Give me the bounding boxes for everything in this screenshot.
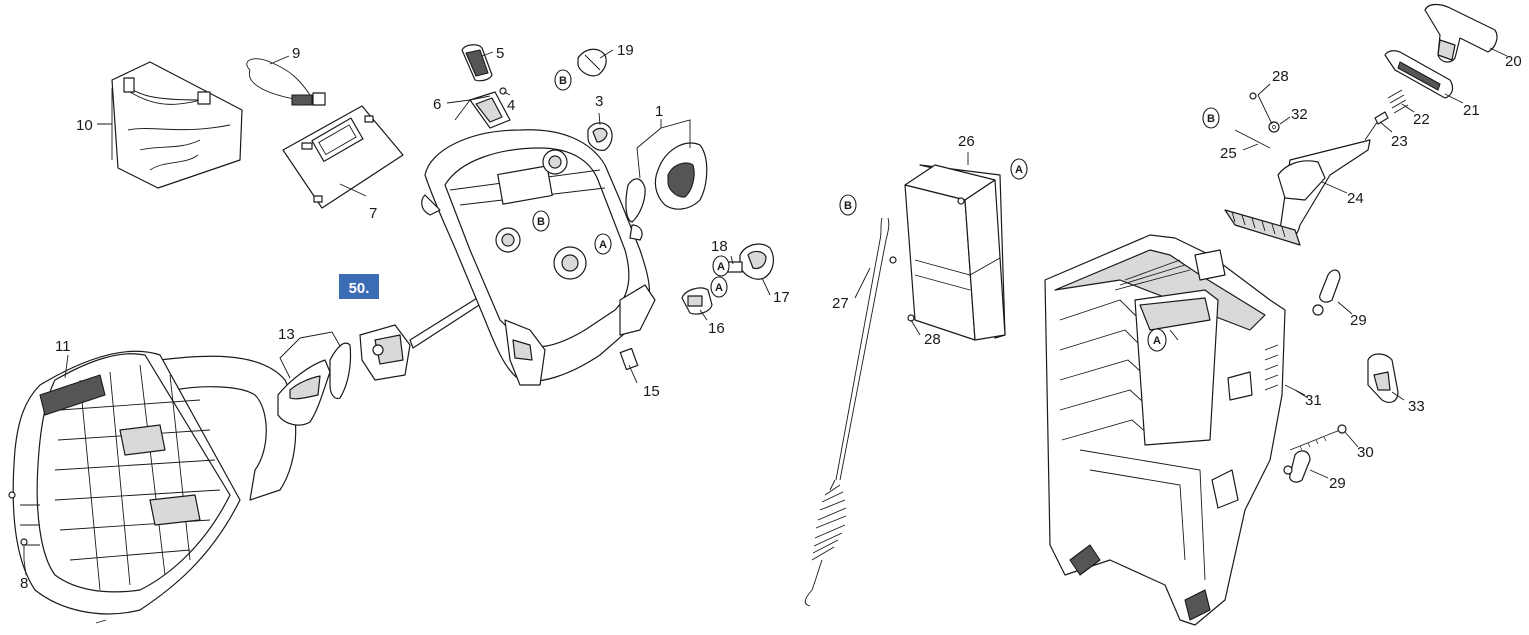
part-28-screws-box — [889, 197, 965, 322]
reference-marker-b: B — [554, 69, 572, 91]
part-13-knob-halves — [277, 342, 352, 426]
label-part-33: 33 — [1408, 398, 1425, 415]
part-17-knob — [739, 243, 774, 280]
label-part-20: 20 — [1505, 53, 1522, 70]
part-25-rod — [1234, 129, 1271, 149]
label-part-11: 11 — [55, 338, 71, 355]
label-part-16: 16 — [708, 320, 725, 337]
label-part-19: 19 — [617, 42, 634, 59]
part-29-latch-lower — [1283, 450, 1311, 483]
part-11-base-tray — [8, 350, 297, 624]
label-part-21: 21 — [1463, 102, 1480, 119]
label-part-17: 17 — [773, 289, 790, 306]
label-part-13: 13 — [278, 326, 295, 343]
part-23-pin — [1374, 111, 1389, 125]
part-24-lever — [1224, 117, 1381, 246]
part-1-side-cover — [625, 142, 708, 223]
part-32-washer — [1268, 121, 1280, 133]
label-part-30: 30 — [1357, 444, 1374, 461]
reference-marker-a: A — [1010, 158, 1028, 180]
part-27-spring-rod — [804, 217, 890, 607]
svg-text:B: B — [559, 75, 567, 87]
part-16-bearing — [681, 287, 713, 315]
label-part-28: 28 — [1272, 68, 1289, 85]
part-9-cable — [246, 58, 326, 106]
part-number-labels: 1 3 4 5 6 7 8 9 10 11 13 15 16 17 18 19 … — [20, 42, 1522, 592]
reference-markers: A B A B A A A B — [532, 69, 1220, 352]
part-6-button-bracket — [469, 91, 511, 129]
svg-text:B: B — [537, 216, 545, 228]
reference-marker-b: B — [839, 194, 857, 216]
svg-text:B: B — [1207, 113, 1215, 125]
label-part-6: 6 — [433, 96, 441, 113]
reference-marker-b: B — [1202, 107, 1220, 129]
label-part-4: 4 — [507, 97, 515, 114]
label-part-25: 25 — [1220, 145, 1237, 162]
svg-text:B: B — [844, 200, 852, 212]
part-28-screw-top — [1249, 92, 1257, 100]
part-15-pin — [619, 347, 639, 371]
reference-marker-b: B — [532, 210, 550, 232]
svg-text:A: A — [599, 239, 607, 251]
reference-marker-a: A — [594, 233, 612, 255]
reference-marker-a: A — [712, 255, 730, 277]
label-part-22: 22 — [1413, 111, 1430, 128]
part-29-latch-upper — [1312, 269, 1341, 316]
control-panel-housing — [421, 129, 656, 386]
part-30-screw — [1289, 424, 1347, 451]
main-housing — [1044, 234, 1286, 626]
part-3-knob — [587, 122, 613, 151]
part-18-spacer — [727, 261, 743, 273]
part-21-handle-grip — [1384, 50, 1454, 99]
label-part-32: 32 — [1291, 106, 1308, 123]
label-part-8: 8 — [20, 575, 28, 592]
label-part-5: 5 — [496, 45, 504, 62]
highlight-label-50[interactable]: 50. — [339, 274, 379, 299]
label-part-31: 31 — [1305, 392, 1322, 409]
svg-text:A: A — [1153, 335, 1161, 347]
label-part-18: 18 — [711, 238, 728, 255]
label-part-15: 15 — [643, 383, 660, 400]
part-7-circuit-board — [282, 105, 404, 209]
part-20-handle — [1424, 3, 1498, 63]
label-part-3: 3 — [595, 93, 603, 110]
reference-marker-a: A — [710, 276, 728, 298]
svg-text:A: A — [1015, 164, 1023, 176]
part-33-clip — [1367, 353, 1399, 403]
part-19-knob — [577, 48, 607, 77]
part-22-spring — [1387, 89, 1409, 114]
part-8-screws — [20, 538, 28, 560]
label-part-7: 7 — [369, 205, 377, 222]
label-part-9: 9 — [292, 45, 300, 62]
leader-lines — [23, 47, 1508, 576]
label-part-28: 28 — [924, 331, 941, 348]
svg-text:50.: 50. — [349, 280, 370, 297]
part-5-button — [461, 44, 493, 82]
label-part-23: 23 — [1391, 133, 1408, 150]
label-part-29: 29 — [1329, 475, 1346, 492]
reference-marker-a: A — [1147, 328, 1167, 352]
label-part-10: 10 — [76, 117, 93, 134]
label-part-29: 29 — [1350, 312, 1367, 329]
svg-text:A: A — [715, 282, 723, 294]
part-50-switch-shaft — [359, 288, 497, 381]
part-4-screw — [499, 87, 507, 95]
label-part-24: 24 — [1347, 190, 1364, 207]
part-10-wiring-harness — [111, 61, 243, 189]
label-part-27: 27 — [832, 295, 849, 312]
svg-text:A: A — [717, 261, 725, 273]
part-26-box-cover — [904, 164, 1006, 341]
label-part-1: 1 — [655, 103, 663, 120]
label-part-26: 26 — [958, 133, 975, 150]
